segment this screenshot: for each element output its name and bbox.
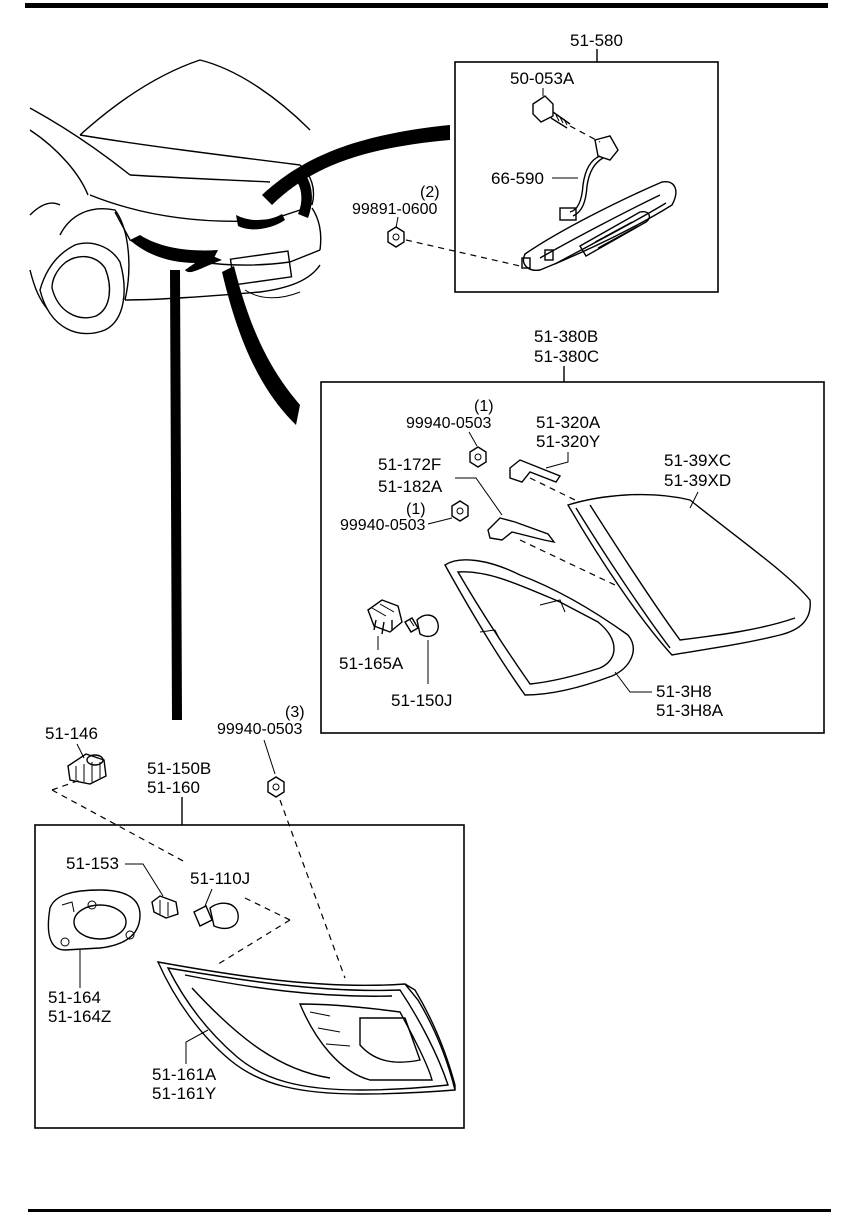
label-51-172f: 51-172F bbox=[378, 455, 441, 474]
label-51-161a: 51-161A bbox=[152, 1065, 217, 1084]
label-99940-qty-b: (1) bbox=[406, 501, 426, 518]
box-51-150b bbox=[34, 824, 465, 1129]
socket-icon bbox=[151, 895, 179, 919]
label-99940-qty-c: (3) bbox=[285, 704, 305, 721]
outer-rear-combination-lamp-group: 51-146 (3) 99940-0503 51-150B 51-160 51-… bbox=[34, 704, 465, 1129]
label-51-165a: 51-165A bbox=[339, 654, 404, 673]
high-mount-lamp-icon bbox=[521, 181, 677, 271]
lamp-lens-icon bbox=[566, 493, 811, 656]
label-51-110j: 51-110J bbox=[190, 869, 250, 888]
label-51-164: 51-164 bbox=[48, 988, 101, 1007]
gasket-icon bbox=[47, 889, 141, 951]
label-99940-0503-a: 99940-0503 bbox=[406, 415, 492, 432]
bottom-rule bbox=[28, 1209, 831, 1212]
label-51-3h8: 51-3H8 bbox=[656, 682, 712, 701]
high-mount-stop-lamp-group: 51-580 50-053A 66-590 (2) 99891-0600 bbox=[352, 31, 719, 293]
inner-rear-combination-lamp-group: 51-380B 51-380C (1) 99940-0503 51-320A 5… bbox=[320, 327, 825, 734]
label-51-146: 51-146 bbox=[45, 724, 98, 743]
label-51-161y: 51-161Y bbox=[152, 1084, 216, 1103]
label-51-380c: 51-380C bbox=[534, 347, 599, 366]
label-51-320a: 51-320A bbox=[536, 413, 601, 432]
nut-icon bbox=[267, 776, 285, 798]
box-51-580 bbox=[454, 61, 719, 293]
label-51-150b: 51-150B bbox=[147, 759, 211, 778]
label-51-320y: 51-320Y bbox=[536, 432, 600, 451]
bulb-icon bbox=[404, 614, 439, 638]
top-rule bbox=[25, 3, 828, 8]
wire-harness-icon bbox=[559, 135, 619, 221]
label-51-39xc: 51-39XC bbox=[664, 451, 731, 470]
label-51-580: 51-580 bbox=[570, 31, 623, 50]
label-99940-0503-c: 99940-0503 bbox=[217, 721, 303, 738]
socket-icon bbox=[67, 753, 107, 785]
outer-tail-lamp-icon bbox=[156, 961, 456, 1095]
label-99940-0503-b: 99940-0503 bbox=[340, 517, 426, 534]
nut-icon bbox=[387, 226, 405, 248]
bulb-icon bbox=[193, 902, 239, 930]
label-99891-qty: (2) bbox=[420, 184, 440, 201]
label-51-3h8a: 51-3H8A bbox=[656, 701, 724, 720]
bracket-icon bbox=[509, 459, 562, 483]
box-51-380 bbox=[320, 381, 825, 734]
label-51-182a: 51-182A bbox=[378, 477, 443, 496]
bolt-icon bbox=[532, 95, 571, 129]
label-50-053a: 50-053A bbox=[510, 69, 575, 88]
socket-icon bbox=[367, 599, 403, 635]
label-51-39xd: 51-39XD bbox=[664, 471, 731, 490]
label-51-150j: 51-150J bbox=[391, 691, 452, 710]
label-51-380b: 51-380B bbox=[534, 327, 598, 346]
gasket-icon bbox=[444, 559, 634, 696]
clip-icon bbox=[487, 517, 556, 544]
nut-icon bbox=[451, 500, 469, 522]
label-99891-0600: 99891-0600 bbox=[352, 201, 438, 218]
label-51-164z: 51-164Z bbox=[48, 1007, 111, 1026]
label-51-160: 51-160 bbox=[147, 778, 200, 797]
nut-icon bbox=[469, 446, 487, 468]
label-99940-qty-a: (1) bbox=[474, 398, 494, 415]
car-illustration bbox=[29, 59, 450, 720]
label-66-590: 66-590 bbox=[491, 169, 544, 188]
label-51-153: 51-153 bbox=[66, 854, 119, 873]
